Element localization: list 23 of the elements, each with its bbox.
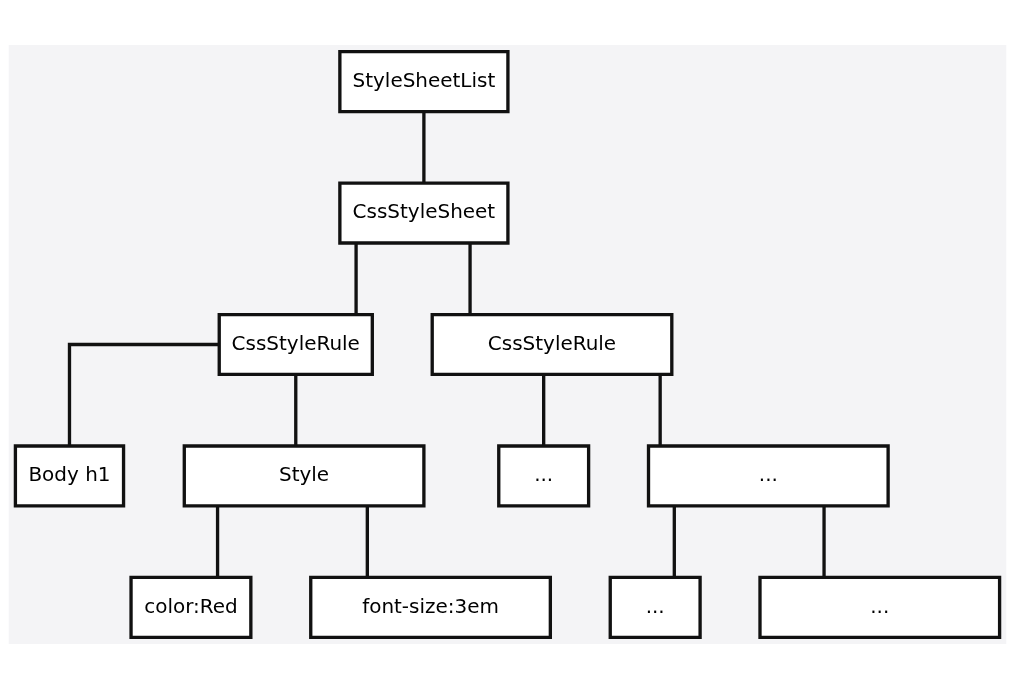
connector (365, 505, 369, 577)
connector (672, 505, 676, 577)
node-box: Style (182, 443, 426, 508)
node-box: Body h1 (13, 443, 126, 508)
node-box: CssStyleRule (217, 312, 374, 376)
node-box: CssStyleSheet (338, 180, 510, 245)
connector (822, 505, 826, 577)
node-box: ... (758, 575, 1002, 639)
connector (215, 505, 220, 577)
node-box: ... (646, 443, 890, 508)
connector (294, 374, 298, 446)
connector (354, 243, 358, 314)
connector (658, 374, 662, 446)
node-box: CssStyleRule (430, 312, 674, 376)
connector (422, 111, 426, 183)
node-box: font-size:3em (309, 575, 552, 639)
node-box: color:Red (129, 575, 253, 639)
connector (468, 243, 472, 314)
connector (542, 374, 546, 446)
node-box: ... (608, 575, 702, 639)
connector (67, 342, 220, 445)
node-box: ... (497, 443, 591, 508)
node-box: StyleSheetList (338, 49, 510, 113)
